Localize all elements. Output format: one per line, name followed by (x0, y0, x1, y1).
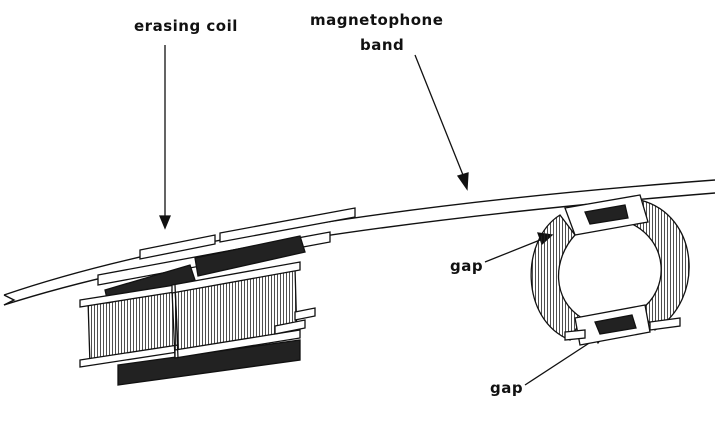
erasing-coil (79, 207, 356, 386)
band-label-line1: magnetophone (310, 11, 444, 29)
magnetophone-band (3, 179, 715, 306)
erasing-coil-label: erasing coil (134, 17, 238, 35)
gap-label-upper: gap (450, 257, 484, 275)
gap-label-lower: gap (490, 379, 524, 397)
ring-head (530, 194, 690, 346)
band-label-line2: band (360, 36, 405, 54)
